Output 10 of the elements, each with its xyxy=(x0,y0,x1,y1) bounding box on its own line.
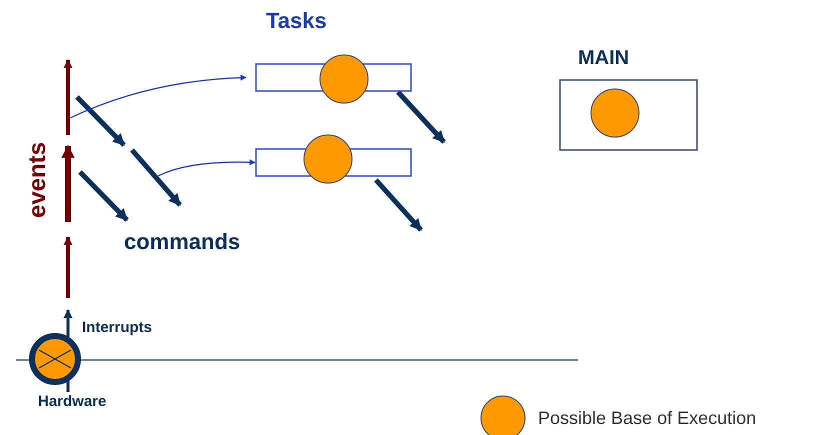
text-label: Interrupts xyxy=(82,320,152,335)
text-label: commands xyxy=(124,231,240,253)
arrow xyxy=(70,74,247,119)
arrow xyxy=(158,159,256,177)
box-title: MAIN xyxy=(578,48,630,68)
axis-label: events xyxy=(26,142,50,218)
group-title: Tasks xyxy=(266,10,327,32)
text-label: Hardware xyxy=(38,394,106,409)
legend-label: Possible Base of Execution xyxy=(538,409,756,427)
main-box xyxy=(559,79,698,151)
